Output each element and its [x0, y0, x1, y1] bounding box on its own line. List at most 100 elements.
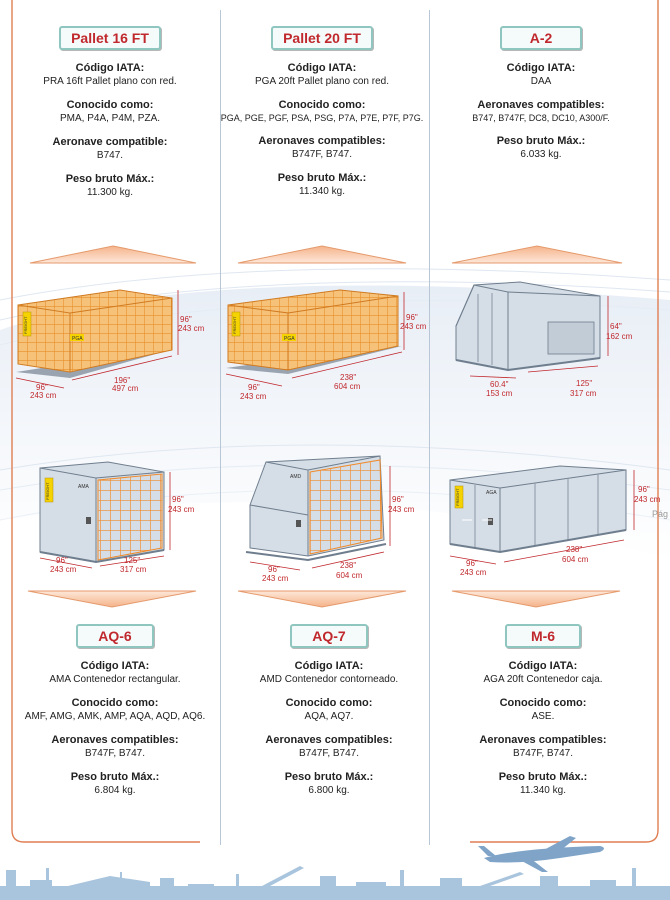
dim-width: 96": [248, 383, 260, 392]
weight-value: 6.804 kg.: [94, 785, 136, 796]
aircraft-value: B747.: [96, 150, 124, 161]
iata-label: Código IATA:: [294, 660, 364, 672]
dim-length: 238": [340, 561, 356, 570]
card-title: AQ-7: [290, 624, 368, 648]
card-title: A-2: [499, 26, 583, 50]
dim-height-cm: 243 cm: [634, 495, 661, 504]
weight-label: Peso bruto Máx.:: [277, 172, 367, 184]
iata-label: Código IATA:: [508, 660, 578, 672]
dim-height: 96": [180, 315, 192, 324]
known-label: Conocido como:: [66, 99, 154, 111]
dim-height: 96": [392, 495, 404, 504]
iata-value: AMD Contenedor contorneado.: [259, 674, 399, 685]
dim-length: 125": [124, 556, 140, 565]
weight-value: 11.300 kg.: [87, 187, 133, 198]
weight-label: Peso bruto Máx.:: [496, 135, 586, 147]
freight-label: FREIGHT: [232, 316, 237, 334]
dim-length: 238": [566, 545, 582, 554]
known-value: PGA, PGE, PGF, PSA, PSG, P7A, P7E, P7F, …: [220, 113, 424, 123]
known-value: AMF, AMG, AMK, AMP, AQA, AQD, AQ6.: [24, 711, 206, 722]
aq7-container-illustration: AMD 96" 243 cm 96" 243 cm 238" 604 cm: [245, 455, 415, 583]
iata-value: PRA 16ft Pallet plano con red.: [43, 76, 177, 87]
dim-height: 96": [172, 495, 184, 504]
pga-label: PGA: [284, 336, 295, 342]
known-label: Conocido como:: [285, 697, 373, 709]
aga-label: AGA: [486, 490, 497, 496]
arrow-up-marker-1: [29, 245, 197, 264]
known-value: ASE.: [531, 711, 555, 722]
dim-width-cm: 243 cm: [30, 391, 57, 400]
iata-label: Código IATA:: [75, 62, 145, 74]
dim-height-cm: 243 cm: [178, 324, 205, 333]
page-marker: Pág: [652, 509, 669, 519]
arrow-up-marker-2: [237, 245, 407, 264]
pga-label: PGA: [72, 336, 83, 342]
weight-label: Peso bruto Máx.:: [70, 771, 160, 783]
aircraft-value: B747F, B747.: [512, 748, 574, 759]
card-title: Pallet 16 FT: [59, 26, 161, 50]
arrow-up-marker-3: [451, 245, 623, 264]
column-divider-1: [220, 10, 221, 845]
freight-label: FREIGHT: [23, 316, 28, 334]
aircraft-label: Aeronaves compatibles:: [51, 734, 179, 746]
pallet-20ft-illustration: FREIGHT PGA 96" 243 cm 96" 243 cm 238" 6…: [225, 289, 427, 401]
known-label: Conocido como:: [71, 697, 159, 709]
dim-length-cm: 604 cm: [334, 382, 361, 391]
dim-length: 125": [576, 379, 592, 388]
aq6-container-illustration: FREIGHT AMA 96" 243 cm 96" 243 cm 125" 3…: [39, 461, 195, 574]
dim-height-cm: 243 cm: [400, 322, 427, 331]
a2-container-illustration: 64" 162 cm 60.4" 153 cm 125" 317 cm: [455, 281, 633, 398]
dim-width-cm: 243 cm: [460, 568, 487, 577]
iata-value: AMA Contenedor rectangular.: [49, 674, 181, 685]
dim-length-cm: 604 cm: [336, 571, 363, 580]
dim-width: 96": [36, 383, 48, 392]
column-divider-2: [429, 10, 430, 845]
spec-card-aq7: AQ-7 Código IATA: AMD Contenedor contorn…: [224, 624, 434, 796]
dim-height: 96": [406, 313, 418, 322]
iata-label: Código IATA:: [80, 660, 150, 672]
pallet-16ft-illustration: FREIGHT PGA 96" 243 cm 96" 243 cm 196" 4…: [15, 289, 205, 400]
iata-value: PGA 20ft Pallet plano con red.: [255, 76, 389, 87]
weight-value: 6.800 kg.: [308, 785, 350, 796]
dim-length-cm: 604 cm: [562, 555, 589, 564]
known-value: PMA, P4A, P4M, PZA.: [59, 113, 161, 124]
dim-length-cm: 497 cm: [112, 384, 139, 393]
aircraft-value: B747F, B747.: [84, 748, 146, 759]
weight-value: 11.340 kg.: [299, 186, 345, 197]
weight-label: Peso bruto Máx.:: [65, 173, 155, 185]
weight-value: 11.340 kg.: [520, 785, 566, 796]
spec-card-aq6: AQ-6 Código IATA: AMA Contenedor rectang…: [10, 624, 220, 796]
aircraft-label: Aeronaves compatibles:: [477, 99, 605, 111]
weight-value: 6.033 kg.: [520, 149, 562, 160]
spec-card-m6: M-6 Código IATA: AGA 20ft Contenedor caj…: [438, 624, 648, 796]
weight-label: Peso bruto Máx.:: [498, 771, 588, 783]
spec-card-a2: A-2 Código IATA: DAA Aeronaves compatibl…: [436, 26, 646, 160]
aircraft-value: B747F, B747.: [298, 748, 360, 759]
arrow-down-marker-3: [451, 590, 621, 608]
dim-width: 96": [268, 565, 280, 574]
dim-width-cm: 243 cm: [262, 574, 289, 583]
iata-value: AGA 20ft Contenedor caja.: [483, 674, 603, 685]
airplane-icon: [478, 836, 604, 872]
known-label: Conocido como:: [278, 99, 366, 111]
spec-card-pallet-20ft: Pallet 20 FT Código IATA: PGA 20ft Palle…: [217, 26, 427, 197]
ama-label: AMA: [78, 484, 90, 490]
dim-length-cm: 317 cm: [120, 565, 147, 574]
dim-height-cm: 243 cm: [388, 505, 415, 514]
dim-length: 238": [340, 373, 356, 382]
m6-container-illustration: FREIGHT AGA 96" 243 cm 96" 243 cm 238" 6…: [449, 465, 661, 577]
card-title: AQ-6: [76, 624, 154, 648]
freight-label: FREIGHT: [455, 488, 460, 506]
dim-width: 96": [56, 556, 68, 565]
dim-height-cm: 162 cm: [606, 332, 633, 341]
aircraft-label: Aeronave compatible:: [52, 136, 168, 148]
dim-width-cm: 243 cm: [50, 565, 77, 574]
iata-label: Código IATA:: [506, 62, 576, 74]
spec-card-pallet-16ft: Pallet 16 FT Código IATA: PRA 16ft Palle…: [5, 26, 215, 198]
aircraft-label: Aeronaves compatibles:: [265, 734, 393, 746]
freight-label: FREIGHT: [45, 482, 50, 500]
weight-label: Peso bruto Máx.:: [284, 771, 374, 783]
known-value: AQA, AQ7.: [304, 711, 354, 722]
